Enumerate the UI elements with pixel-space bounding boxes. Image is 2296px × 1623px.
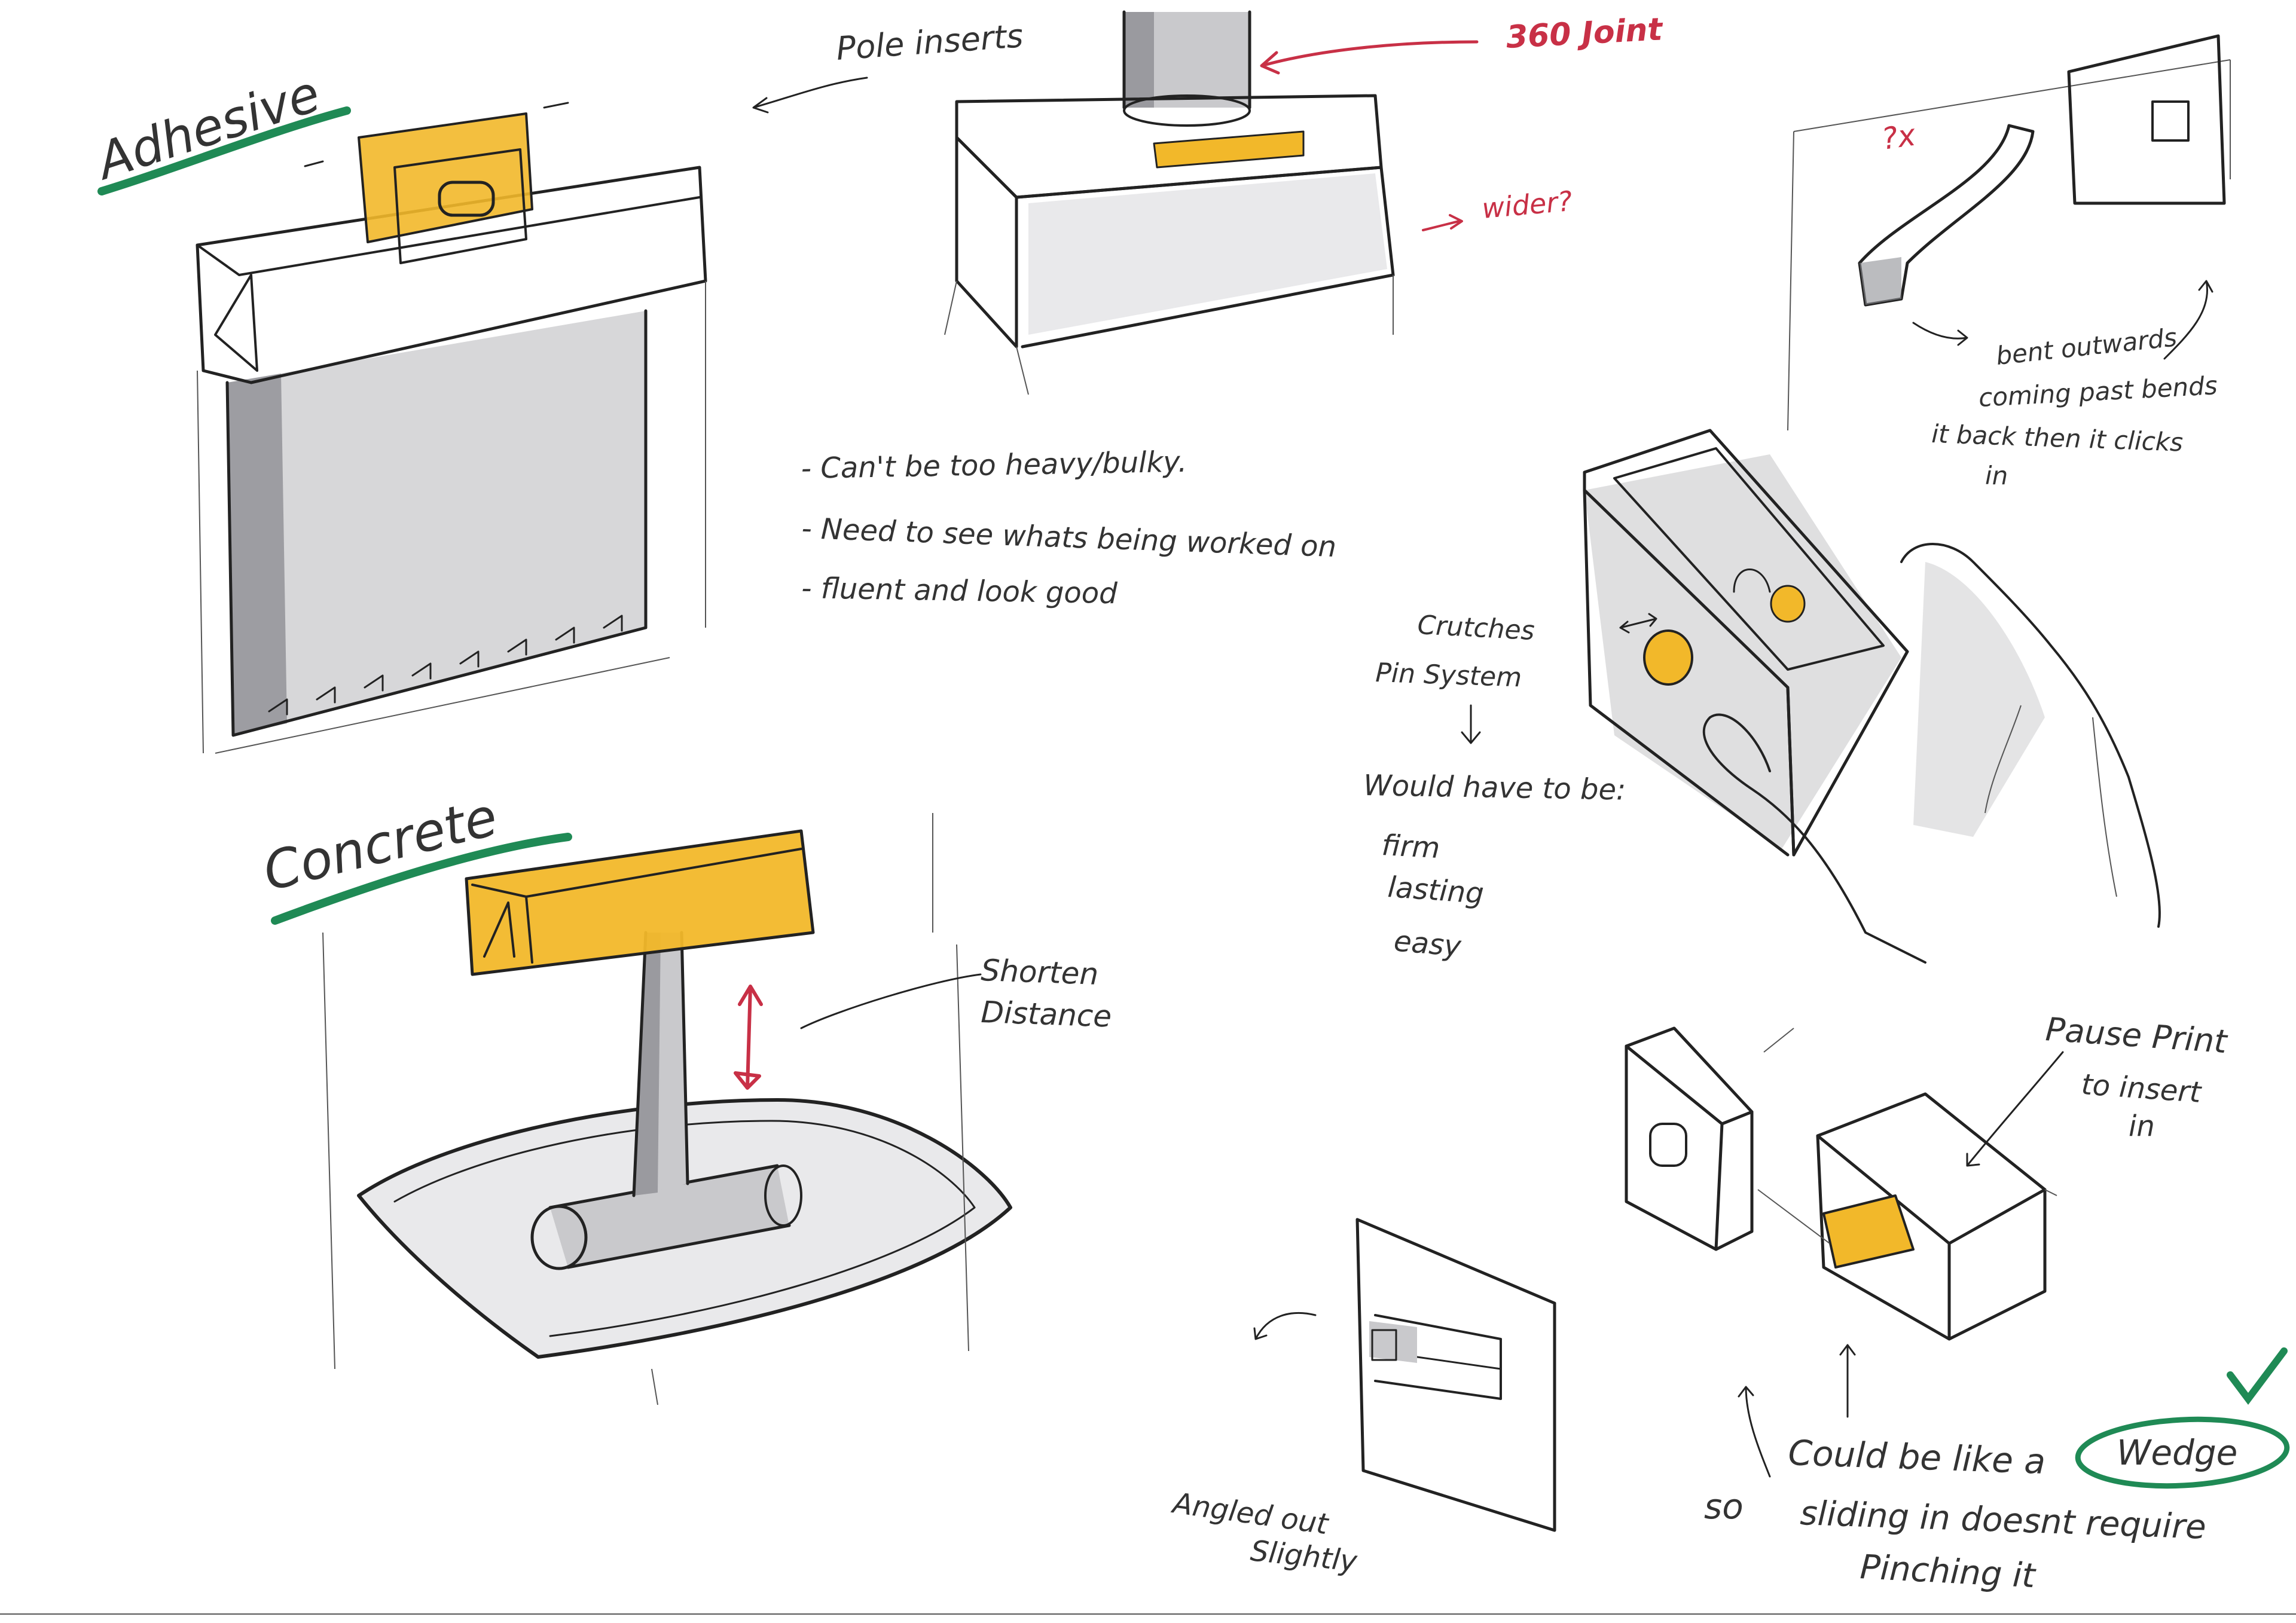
down-arrow — [1461, 704, 1481, 744]
label-in: in — [1985, 461, 2008, 490]
label-angled-out: Angled out — [1169, 1486, 1331, 1541]
label-wedge: Wedge — [2117, 1432, 2237, 1473]
note-2: - Need to see whats being worked on — [801, 512, 1337, 564]
connector-boxes-sketch — [1625, 1026, 2064, 1478]
label-it-back: it back then it clicks — [1931, 419, 2184, 457]
label-pole-inserts: Pole inserts — [835, 17, 1025, 68]
adhesive-sketch — [196, 102, 707, 754]
label-distance: Distance — [981, 995, 1113, 1034]
crutch-hand-sketch — [1583, 429, 2161, 964]
label-slightly: Slightly — [1249, 1534, 1359, 1578]
wider-arrow — [1422, 214, 1463, 231]
label-pause-print: Pause Print — [2044, 1010, 2229, 1060]
label-360-joint: 360 Joint — [1506, 11, 1665, 56]
wedge-circle — [2075, 1416, 2290, 1489]
label-crutches: Crutches — [1416, 610, 1535, 646]
adhesive-underline — [97, 106, 351, 195]
label-to-insert: to insert — [2080, 1068, 2203, 1109]
label-lasting: lasting — [1387, 870, 1485, 910]
label-coming-past: coming past bends — [1978, 371, 2218, 412]
bent-clip-sketch — [1787, 34, 2231, 431]
label-pin-system: Pin System — [1375, 658, 1522, 693]
angled-plate-sketch — [1253, 1218, 1556, 1532]
label-pinching: Pinching it — [1859, 1548, 2037, 1596]
label-bent-outwards: bent outwards — [1995, 322, 2178, 370]
pole-inserts-arrow — [752, 77, 868, 114]
pole-insert-sketch — [944, 10, 1395, 395]
label-sliding: sliding in doesnt require — [1800, 1494, 2207, 1547]
concrete-sketch — [322, 813, 1012, 1405]
label-wider: wider? — [1480, 185, 1573, 225]
label-easy: easy — [1393, 924, 1463, 964]
joint-arrow — [1260, 40, 1479, 75]
label-so: so — [1704, 1486, 1744, 1527]
note-3: - fluent and look good — [801, 571, 1118, 610]
label-could-be: Could be like a — [1788, 1432, 2047, 1482]
label-in-2: in — [2129, 1109, 2155, 1143]
heading-adhesive: Adhesive — [87, 64, 326, 191]
label-shorten: Shorten — [981, 953, 1100, 992]
label-question-x: ?x — [1880, 118, 1918, 157]
concrete-underline — [271, 833, 572, 925]
note-1: - Can't be too heavy/bulky. — [801, 445, 1187, 485]
label-firm: firm — [1381, 829, 1440, 865]
check-mark — [2227, 1347, 2288, 1405]
label-would-have: Would have to be: — [1363, 769, 1626, 807]
